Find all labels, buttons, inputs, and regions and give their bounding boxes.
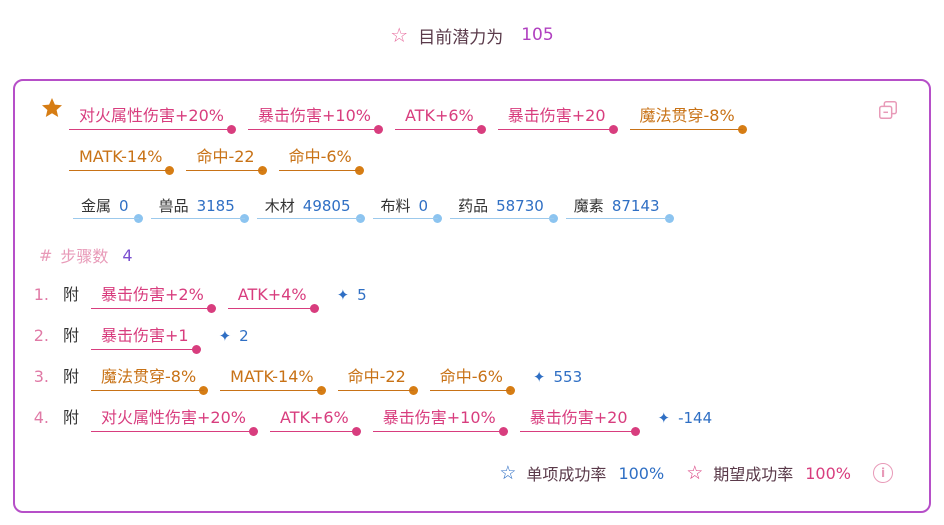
step-tag: 暴击伤害+1 bbox=[91, 325, 201, 354]
step-row: 1. 附 暴击伤害+2% ATK+4% ✦5 bbox=[25, 284, 367, 313]
sparkle-icon: ✦ bbox=[532, 368, 546, 386]
step-prefix: 附 bbox=[63, 408, 80, 427]
potential-delta: ✦2 bbox=[218, 327, 249, 345]
step-prefix: 附 bbox=[63, 367, 80, 386]
star-outline-icon: ☆ bbox=[499, 462, 517, 484]
step-tag: 暴击伤害+20 bbox=[519, 407, 640, 436]
step-number: 1. bbox=[33, 285, 49, 304]
result-panel: 对火属性伤害+20% 暴击伤害+10% ATK+6% 暴击伤害+20 魔法贯穿-… bbox=[13, 79, 931, 513]
hash-icon: # bbox=[39, 245, 53, 265]
step-tag: 暴击伤害+2% bbox=[91, 284, 216, 313]
step-tag: MATK-14% bbox=[220, 366, 326, 395]
copy-icon[interactable] bbox=[877, 99, 899, 121]
target-tag: 魔法贯穿-8% bbox=[629, 105, 747, 134]
expected-rate-label: 期望成功率 bbox=[713, 465, 794, 484]
steps-header: # 步骤数 4 bbox=[39, 243, 133, 267]
potential-header: ☆ 目前潜力为 105 bbox=[0, 20, 944, 50]
steps-label: 步骤数 bbox=[60, 247, 109, 266]
target-tag: 命中-22 bbox=[186, 146, 267, 175]
target-tag: 暴击伤害+10% bbox=[247, 105, 383, 134]
step-number: 4. bbox=[33, 408, 49, 427]
step-row: 2. 附 暴击伤害+1 ✦2 bbox=[25, 325, 249, 354]
info-icon[interactable]: i bbox=[873, 463, 893, 483]
step-tag: ATK+4% bbox=[227, 284, 319, 313]
target-tag: 对火属性伤害+20% bbox=[69, 105, 236, 134]
step-tag: 命中-6% bbox=[429, 366, 515, 395]
step-prefix: 附 bbox=[63, 285, 80, 304]
step-number: 3. bbox=[33, 367, 49, 386]
star-outline-icon: ☆ bbox=[686, 462, 704, 484]
sparkle-icon: ✦ bbox=[218, 327, 232, 345]
step-number: 2. bbox=[33, 326, 49, 345]
steps-count: 4 bbox=[122, 245, 133, 265]
step-row: 3. 附 魔法贯穿-8% MATK-14% 命中-22 命中-6% ✦553 bbox=[25, 366, 583, 395]
single-rate-value: 100% bbox=[618, 463, 665, 483]
step-row: 4. 附 对火属性伤害+20% ATK+6% 暴击伤害+10% 暴击伤害+20 … bbox=[25, 407, 713, 436]
target-tag: MATK-14% bbox=[69, 146, 175, 175]
potential-delta: ✦5 bbox=[336, 286, 367, 304]
expected-rate-value: 100% bbox=[805, 463, 851, 483]
step-tag: ATK+6% bbox=[269, 407, 361, 436]
step-tag: 对火属性伤害+20% bbox=[91, 407, 258, 436]
potential-delta: ✦-144 bbox=[657, 409, 713, 427]
star-filled-icon bbox=[42, 98, 62, 117]
target-tag: 暴击伤害+20 bbox=[497, 105, 618, 134]
potential-value: 105 bbox=[521, 25, 554, 45]
step-prefix: 附 bbox=[63, 326, 80, 345]
sparkle-icon: ✦ bbox=[657, 409, 671, 427]
potential-label: 目前潜力为 bbox=[418, 27, 504, 48]
step-tag: 暴击伤害+10% bbox=[372, 407, 508, 436]
target-tag: 命中-6% bbox=[278, 146, 364, 175]
target-tags-row1: 对火属性伤害+20% 暴击伤害+10% ATK+6% 暴击伤害+20 魔法贯穿-… bbox=[69, 105, 747, 134]
single-rate-label: 单项成功率 bbox=[526, 465, 607, 484]
sparkle-icon: ✦ bbox=[336, 286, 350, 304]
success-rate-footer: ☆ 单项成功率 100% ☆ 期望成功率 100% i bbox=[499, 461, 893, 485]
target-tags-row2: MATK-14% 命中-22 命中-6% bbox=[69, 146, 364, 175]
step-tag: 魔法贯穿-8% bbox=[91, 366, 209, 395]
star-outline-icon: ☆ bbox=[390, 23, 409, 47]
target-tag: ATK+6% bbox=[394, 105, 486, 134]
step-tag: 命中-22 bbox=[337, 366, 418, 395]
potential-delta: ✦553 bbox=[532, 368, 583, 386]
